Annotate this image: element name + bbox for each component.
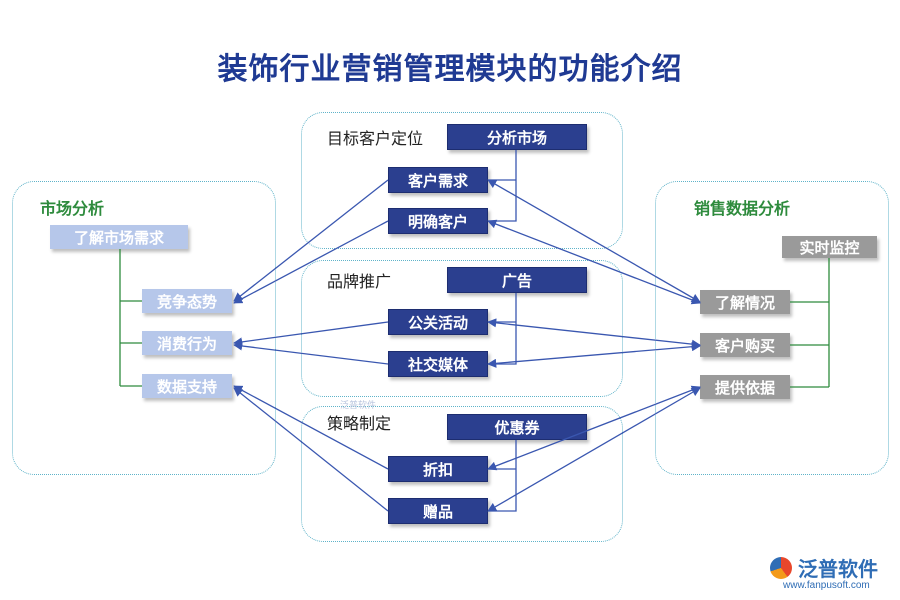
discount-to-basis-arrow bbox=[487, 385, 701, 471]
fanpu-logo-icon bbox=[770, 556, 792, 579]
social-media-box: 社交媒体 bbox=[388, 351, 488, 377]
gift-to-basis-arrow bbox=[487, 387, 701, 512]
customer-purchase-box: 客户购买 bbox=[700, 333, 790, 357]
group3-bracket bbox=[488, 440, 517, 512]
right-tree-connector bbox=[790, 258, 830, 388]
understand-market-demand-box: 了解市场需求 bbox=[50, 225, 188, 249]
pr-to-consumer-arrow bbox=[233, 321, 389, 347]
discount-to-data-arrow bbox=[233, 385, 389, 470]
realtime-monitor-box: 实时监控 bbox=[782, 236, 877, 258]
social-to-consumer-arrow bbox=[233, 341, 389, 365]
social-to-purchase-arrow bbox=[487, 342, 701, 368]
customer-needs-box: 客户需求 bbox=[388, 167, 488, 193]
brand-promotion-label: 品牌推广 bbox=[327, 272, 392, 291]
understand-situation-box: 了解情况 bbox=[700, 290, 790, 314]
define-customer-to-situation-arrow bbox=[487, 219, 701, 305]
public-relations-box: 公关活动 bbox=[388, 309, 488, 335]
group1-bracket bbox=[488, 150, 517, 222]
gift-to-data-arrow bbox=[233, 387, 389, 512]
data-support-box: 数据支持 bbox=[142, 374, 232, 398]
left-tree-connector bbox=[119, 249, 142, 387]
page-title: 装饰行业营销管理模块的功能介绍 bbox=[217, 52, 683, 87]
analyze-market-box: 分析市场 bbox=[447, 124, 587, 150]
sales-data-analysis-title: 销售数据分析 bbox=[694, 199, 791, 218]
customer-needs-to-competition-arrow bbox=[233, 179, 389, 302]
provide-basis-box: 提供依据 bbox=[700, 375, 790, 399]
define-customer-to-competition-arrow bbox=[233, 220, 389, 304]
define-customer-box: 明确客户 bbox=[388, 208, 488, 234]
discount-box: 折扣 bbox=[388, 456, 488, 482]
watermark: 泛普软件 bbox=[340, 401, 377, 411]
brand-url: www.fanpusoft.com bbox=[783, 580, 870, 591]
consumer-behavior-box: 消费行为 bbox=[142, 331, 232, 355]
market-analysis-title: 市场分析 bbox=[40, 199, 105, 218]
customer-needs-to-situation-arrow bbox=[487, 179, 701, 303]
strategy-label: 策略制定 bbox=[327, 414, 392, 433]
brand-name: 泛普软件 bbox=[798, 557, 878, 581]
group2-bracket bbox=[488, 293, 517, 365]
competition-status-box: 竞争态势 bbox=[142, 289, 232, 313]
target-customer-label: 目标客户定位 bbox=[327, 129, 424, 148]
pr-to-purchase-arrow bbox=[487, 318, 701, 349]
gift-box: 赠品 bbox=[388, 498, 488, 524]
brand-logo: 泛普软件 bbox=[770, 553, 878, 582]
